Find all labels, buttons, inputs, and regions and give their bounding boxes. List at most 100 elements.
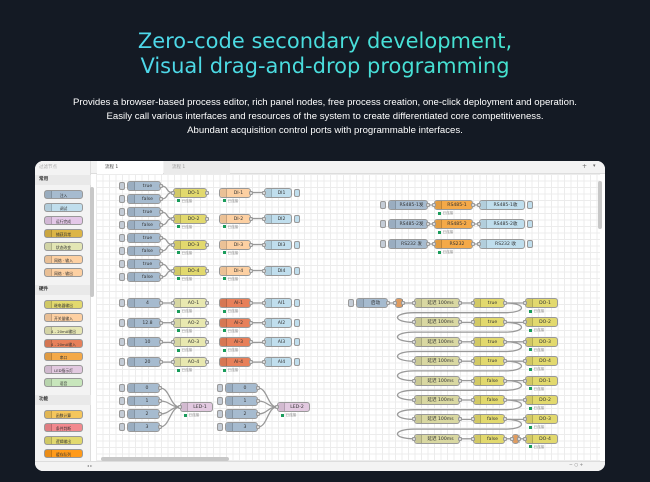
input-port[interactable] <box>412 398 416 402</box>
inject-node[interactable]: 10 <box>127 337 161 348</box>
output-port[interactable] <box>386 301 390 305</box>
palette-node[interactable]: 语音 <box>44 378 83 387</box>
inject-node[interactable]: 1 <box>225 396 258 406</box>
output-port[interactable] <box>159 184 163 188</box>
delay-node[interactable]: 延迟 100ms <box>414 356 460 367</box>
inject-node[interactable]: 2 <box>127 409 160 419</box>
inject-button[interactable] <box>119 410 125 418</box>
output-port[interactable] <box>256 399 260 403</box>
inject-button[interactable] <box>119 273 125 281</box>
output-port[interactable] <box>249 340 253 345</box>
output-port[interactable] <box>503 320 507 325</box>
output-port[interactable] <box>426 242 430 246</box>
output-port[interactable] <box>503 301 507 305</box>
inject-node[interactable]: 12.8 <box>127 317 161 328</box>
canvas-horizontal-scrollbar[interactable] <box>101 457 229 461</box>
debug-node[interactable]: DI4 <box>264 265 292 276</box>
inject-button[interactable] <box>119 260 125 268</box>
digital-input-node[interactable]: DI-1 <box>219 187 251 198</box>
debug-toggle-button[interactable] <box>527 201 533 209</box>
output-port[interactable] <box>159 249 163 253</box>
switch-node[interactable]: false <box>473 375 505 386</box>
output-port[interactable] <box>503 417 507 422</box>
output-port[interactable] <box>517 436 521 441</box>
inject-button[interactable] <box>119 182 125 190</box>
input-port[interactable] <box>471 339 475 344</box>
analog-output-node[interactable]: AO-2 <box>173 317 207 328</box>
input-port[interactable] <box>178 405 182 409</box>
inject-node[interactable]: 2 <box>225 409 258 419</box>
inject-button[interactable] <box>380 240 386 248</box>
debug-toggle-button[interactable] <box>527 240 533 248</box>
switch-node[interactable]: false <box>473 414 505 425</box>
palette-node[interactable]: 注入 <box>44 190 83 199</box>
switch-node[interactable]: true <box>473 356 505 367</box>
digital-output-node[interactable]: DO-4 <box>525 433 558 444</box>
output-port[interactable] <box>249 268 253 273</box>
palette-node[interactable]: 串口 <box>44 352 83 361</box>
output-port[interactable] <box>458 417 462 422</box>
debug-node[interactable]: RS485-1收 <box>479 200 525 210</box>
inject-button[interactable] <box>217 384 223 392</box>
palette-scrollbar[interactable] <box>90 187 94 297</box>
palette-filter-input[interactable]: 过滤节点 <box>39 165 57 170</box>
output-port[interactable] <box>249 242 253 247</box>
inject-button[interactable] <box>348 299 354 307</box>
input-port[interactable] <box>171 301 175 305</box>
output-port[interactable] <box>159 301 163 305</box>
debug-toggle-button[interactable] <box>527 220 533 228</box>
inject-node[interactable]: false <box>127 220 161 230</box>
output-port[interactable] <box>159 262 163 266</box>
input-port[interactable] <box>171 190 175 195</box>
switch-node[interactable]: false <box>473 433 505 444</box>
output-port[interactable] <box>256 386 260 390</box>
inject-node[interactable]: true <box>127 233 161 243</box>
output-port[interactable] <box>471 203 475 207</box>
input-port[interactable] <box>432 222 436 226</box>
palette-node[interactable]: 调试 <box>44 203 83 212</box>
output-port[interactable] <box>249 301 253 305</box>
debug-node[interactable]: DI2 <box>264 213 292 224</box>
input-port[interactable] <box>412 339 416 344</box>
output-port[interactable] <box>159 210 163 214</box>
input-port[interactable] <box>523 398 527 402</box>
digital-input-node[interactable]: DI-4 <box>219 265 251 276</box>
led-node[interactable]: LED-1 <box>180 402 213 412</box>
input-port[interactable] <box>471 320 475 325</box>
inject-button[interactable] <box>119 299 125 307</box>
output-port[interactable] <box>159 360 163 365</box>
palette-node[interactable]: 逻辑输出 <box>44 436 83 445</box>
output-port[interactable] <box>159 236 163 240</box>
inject-node[interactable]: false <box>127 246 161 256</box>
analog-output-node[interactable]: AO-1 <box>173 298 207 308</box>
palette-node[interactable]: 4 - 20mA输入 <box>44 339 83 348</box>
input-port[interactable] <box>523 359 527 364</box>
inject-node[interactable]: 3 <box>225 422 258 432</box>
serial-port-node[interactable]: RS485-2 <box>434 219 473 229</box>
palette-node[interactable]: 捕获异常 <box>44 229 83 238</box>
tab-flow-2[interactable]: 流程 1 <box>164 161 230 174</box>
output-port[interactable] <box>159 275 163 279</box>
output-port[interactable] <box>503 359 507 364</box>
debug-toggle-button[interactable] <box>294 188 300 197</box>
output-port[interactable] <box>249 360 253 365</box>
digital-output-node[interactable]: DO-1 <box>173 187 207 198</box>
inject-node[interactable]: true <box>127 259 161 269</box>
input-port[interactable] <box>523 417 527 422</box>
inject-node[interactable]: 0 <box>225 383 258 393</box>
input-port[interactable] <box>171 340 175 345</box>
inject-button[interactable] <box>119 234 125 242</box>
inject-node[interactable]: true <box>127 181 161 191</box>
debug-node[interactable]: RS232 收 <box>479 239 525 249</box>
digital-input-node[interactable]: DI-3 <box>219 239 251 250</box>
palette-node[interactable]: LED指示灯 <box>44 365 83 374</box>
inject-node[interactable]: 3 <box>127 422 160 432</box>
debug-toggle-button[interactable] <box>294 358 300 367</box>
input-port[interactable] <box>471 301 475 305</box>
input-port[interactable] <box>171 216 175 221</box>
output-port[interactable] <box>159 223 163 227</box>
input-port[interactable] <box>471 417 475 422</box>
input-port[interactable] <box>171 360 175 365</box>
palette-node[interactable]: 运行完成 <box>44 216 83 225</box>
input-port[interactable] <box>523 378 527 383</box>
